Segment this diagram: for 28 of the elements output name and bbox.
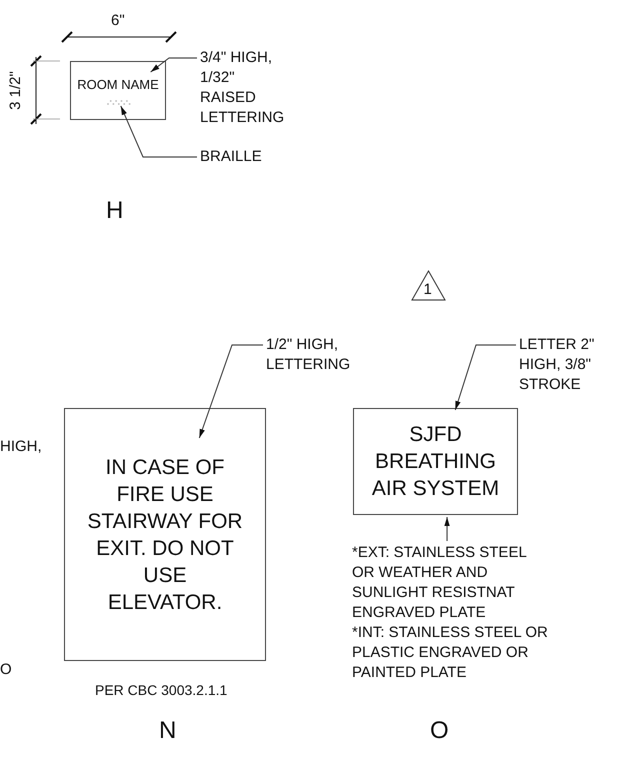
leader-line (444, 516, 450, 542)
revision-triangle (411, 270, 446, 301)
reference-note: PER CBC 3003.2.1.1 (95, 682, 228, 698)
sign-text: ROOM NAME (76, 77, 160, 93)
sign-plate (353, 408, 518, 515)
sign-plate (70, 61, 166, 120)
sign-plate (64, 408, 266, 661)
detail-letter: O (430, 718, 449, 744)
callout-text: 3/4" HIGH, 1/32" RAISED LETTERING (200, 48, 292, 128)
leader-line (454, 344, 516, 410)
braille-dots (106, 99, 132, 106)
callout-text: 1/2" HIGH, LETTERING (266, 335, 362, 375)
sign-text: IN CASE OF FIRE USE STAIRWAY FOR EXIT. DO NOT USE ELEVATOR. (86, 454, 244, 616)
dimension-text: 6" (111, 12, 125, 29)
label-text: HIGH, (0, 438, 42, 455)
leader-line (120, 106, 198, 158)
callout-text: LETTER 2" HIGH, 3/8" STROKE (519, 335, 609, 395)
leader-line (150, 58, 198, 72)
callout-text: BRAILLE (200, 147, 290, 167)
leader-line (198, 344, 264, 438)
detail-letter: N (159, 718, 176, 744)
label-text: O (0, 661, 12, 678)
detail-letter: H (106, 198, 124, 224)
note-text: *INT: STAINLESS STEEL OR PLASTIC ENGRAVED OR PAINTED PLATE (352, 623, 549, 683)
dimension-text: 3 1/2" (6, 71, 24, 110)
note-text: *EXT: STAINLESS STEEL OR WEATHER AND SUNLIGHT RESISTNAT ENGRAVED PLATE (352, 543, 528, 623)
revision-number: 1 (424, 281, 432, 298)
sign-text: SJFD BREATHING AIR SYSTEM (370, 422, 500, 502)
